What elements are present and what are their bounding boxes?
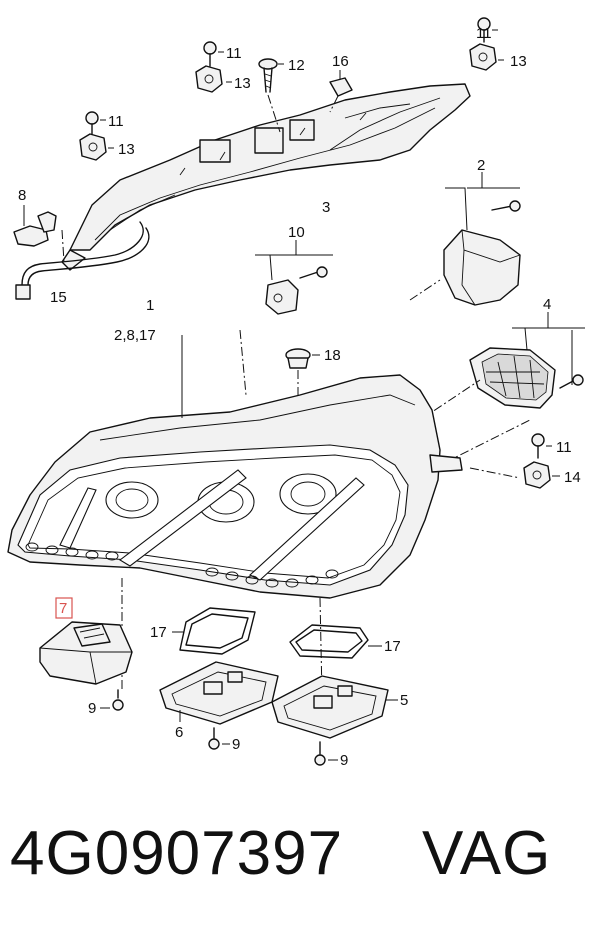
exploded-parts-diagram: 11 13 11 13 12 16 11 13 3 8 15 2 10 1 2,… xyxy=(7,17,585,769)
callout-5: 5 xyxy=(400,692,408,709)
mounting-bracket xyxy=(61,83,471,271)
screw-nut-set-left xyxy=(79,111,114,161)
callout-8: 8 xyxy=(18,187,26,204)
caption: 4G0907397 VAG xyxy=(0,818,600,928)
callout-12: 12 xyxy=(288,57,305,74)
callout-1-subparts: 2,8,17 xyxy=(114,327,156,344)
callout-11-right-top: 11 xyxy=(476,25,492,42)
highlight-frame xyxy=(55,597,73,619)
callout-7: 7 xyxy=(59,600,67,617)
callout-9-right: 9 xyxy=(340,752,348,769)
retaining-clip xyxy=(13,205,57,247)
callout-labels: 11 13 11 13 12 16 11 13 3 8 15 2 10 1 2,… xyxy=(18,25,581,769)
callout-13-upper: 13 xyxy=(234,75,251,92)
callout-17-left: 17 xyxy=(150,624,167,641)
callout-11-right: 11 xyxy=(556,439,572,456)
callout-13-left: 13 xyxy=(118,141,135,158)
callout-1: 1 xyxy=(146,297,154,314)
callout-13-right-top: 13 xyxy=(510,53,527,70)
callout-6: 6 xyxy=(175,724,183,741)
callout-9-left: 9 xyxy=(88,700,96,717)
callout-15: 15 xyxy=(50,289,67,306)
bracket-10 xyxy=(255,240,333,315)
ballast-unit-6 xyxy=(159,661,279,750)
callout-17-right: 17 xyxy=(384,638,401,655)
callout-16: 16 xyxy=(332,53,349,70)
callout-3: 3 xyxy=(322,199,330,216)
gasket-left xyxy=(172,607,256,655)
callout-4: 4 xyxy=(543,296,551,313)
screw-nut-set-upper xyxy=(195,41,232,93)
callout-18: 18 xyxy=(324,347,341,364)
rear-cover-2 xyxy=(443,172,521,306)
vent-hose xyxy=(15,221,150,300)
callout-2: 2 xyxy=(477,157,485,174)
clip-16 xyxy=(329,70,353,113)
callout-14: 14 xyxy=(564,469,581,486)
callout-11-upper: 11 xyxy=(226,45,242,62)
callout-11-left: 11 xyxy=(108,113,124,130)
bolt-12 xyxy=(258,58,284,133)
headlamp-assembly xyxy=(7,335,463,696)
part-number: 4G0907397 xyxy=(10,819,344,888)
cap-18 xyxy=(285,348,320,400)
ballast-unit-5 xyxy=(271,675,398,766)
screw-nut-set-right xyxy=(523,433,560,489)
callout-9-middle: 9 xyxy=(232,736,240,753)
rear-cover-4 xyxy=(469,312,585,409)
screw-nut-set-right-top xyxy=(469,17,504,71)
xenon-control-unit xyxy=(39,621,133,711)
brand-name: VAG xyxy=(422,819,552,888)
gasket-right xyxy=(289,624,382,659)
callout-10: 10 xyxy=(288,224,305,241)
led-strip xyxy=(25,542,339,588)
